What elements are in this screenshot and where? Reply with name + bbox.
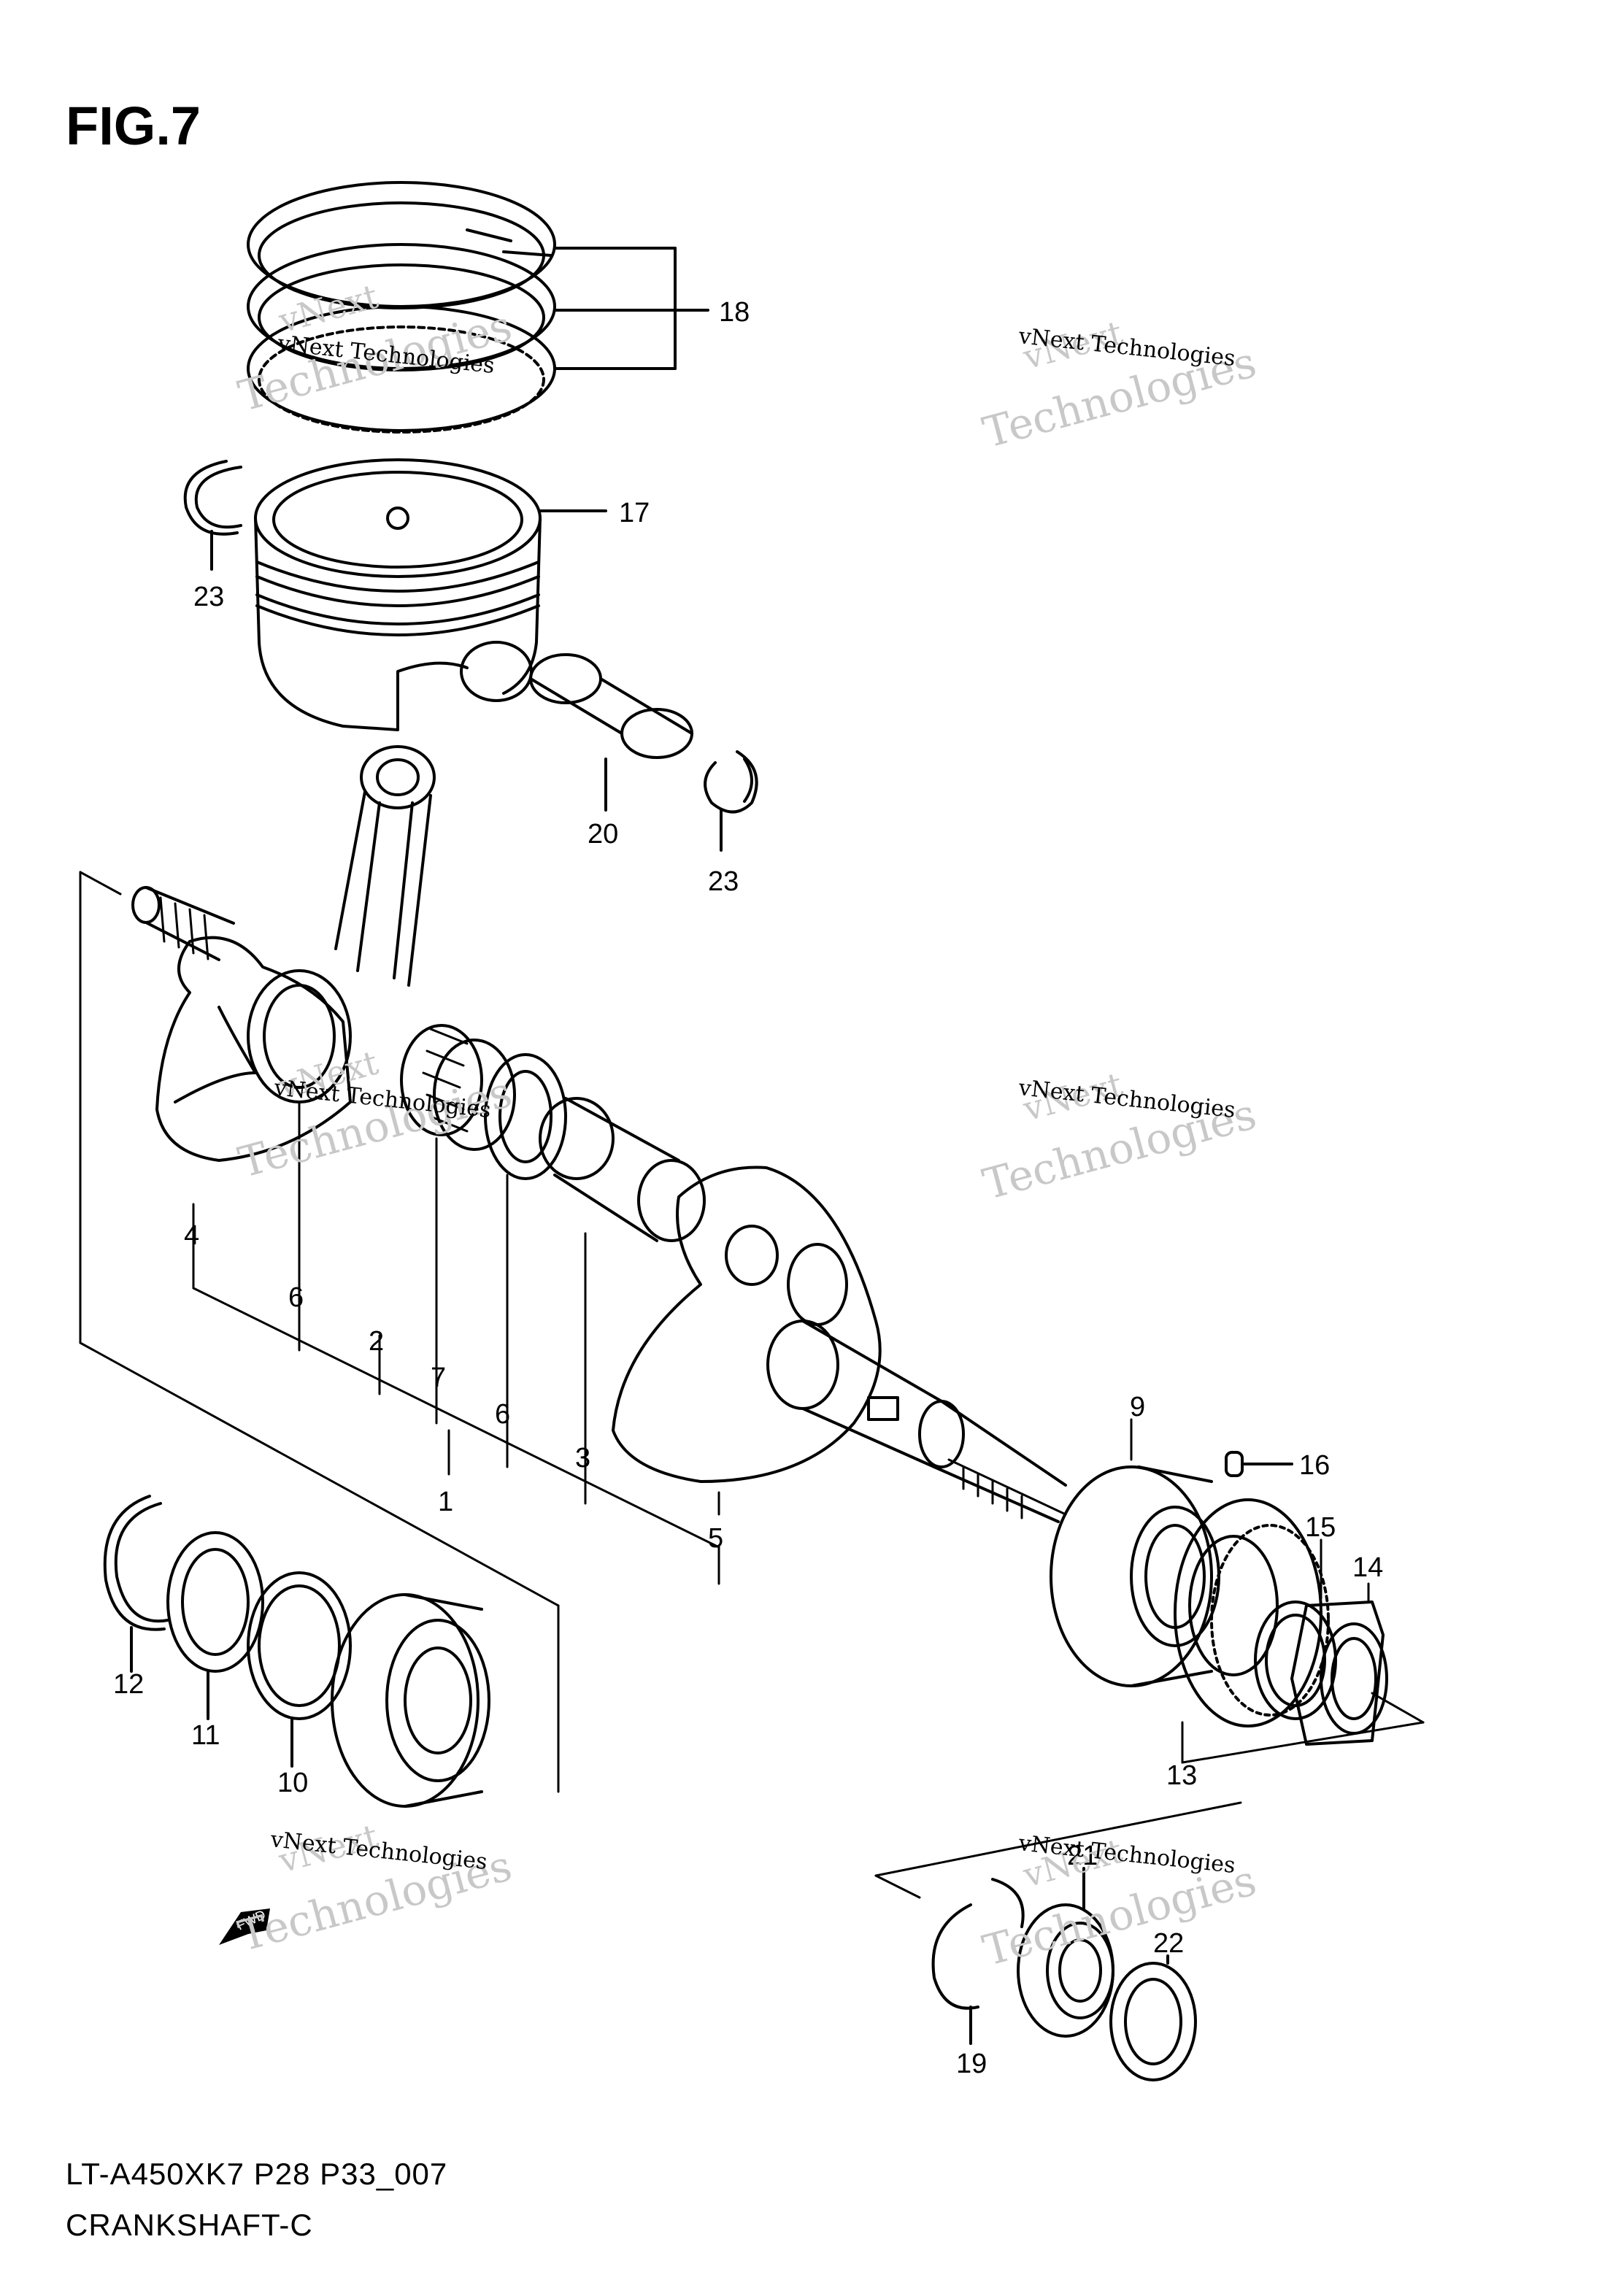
callout-6-left: 6 [288,1282,304,1313]
needle-bearing [400,1024,516,1151]
callout-10: 10 [277,1768,308,1798]
callout-19: 19 [956,2049,987,2079]
watermarks: vNext Technologies vNext Technologies vN… [234,276,1261,1976]
callout-13: 13 [1166,1760,1197,1791]
callout-1: 1 [438,1487,453,1517]
callout-23-left: 23 [193,582,224,612]
callout-5: 5 [708,1523,723,1554]
callout-22: 20 [588,819,618,850]
nut-14 [1290,1600,1388,1746]
callout-labels: 18 17 23 20 23 4 6 2 7 6 3 1 5 9 16 15 1… [113,297,1383,2079]
callout-2: 2 [369,1326,384,1357]
figure-name: CRANKSHAFT-C [66,2208,313,2242]
leader-21 [553,247,709,370]
callout-18: 22 [1153,1928,1184,1959]
callout-14: 14 [1352,1552,1383,1583]
figure-title: FIG.7 [66,96,201,156]
thrust-washer-right [484,1053,567,1180]
callout-16: 16 [1299,1450,1330,1481]
ball-bearing-left [331,1593,490,1808]
circlip-19 [931,1878,1025,2045]
crankshaft-left-end [131,886,235,961]
crankshaft-right-end [766,1320,1067,1523]
crank-pin [539,1097,706,1242]
callout-20: 17 [619,498,650,528]
callout-9: 9 [1130,1392,1145,1422]
washer-10 [247,1571,352,1768]
callout-11: 11 [191,1720,220,1751]
callout-7: 7 [431,1363,446,1393]
callout-12: 12 [113,1669,144,1700]
callout-6-right: 6 [495,1399,510,1430]
assembly-bracket-lines [79,871,1425,1899]
piston [254,458,607,731]
piston-pin [529,653,693,812]
key-16 [1225,1451,1293,1477]
callout-17: 21 [1067,1841,1098,1871]
circlip-23-right [704,750,758,852]
oil-seal-18 [1109,1954,1197,2081]
callout-3: 3 [575,1443,590,1473]
connecting-rod [334,745,436,987]
oil-seal-11 [166,1531,264,1720]
piston-rings [247,181,556,434]
circlip-23-left [183,460,242,571]
callout-21: 18 [719,297,750,328]
figure-code: LT-A450XK7 P28 P33_007 [66,2157,448,2191]
circlip-12 [103,1495,169,1673]
callout-4: 4 [184,1220,199,1251]
callout-15: 15 [1305,1512,1336,1543]
bearing-17 [1017,1867,1114,2038]
crank-gear [1174,1498,1330,1727]
callout-23-right: 23 [708,866,739,897]
crank-web-right [612,1166,882,1483]
